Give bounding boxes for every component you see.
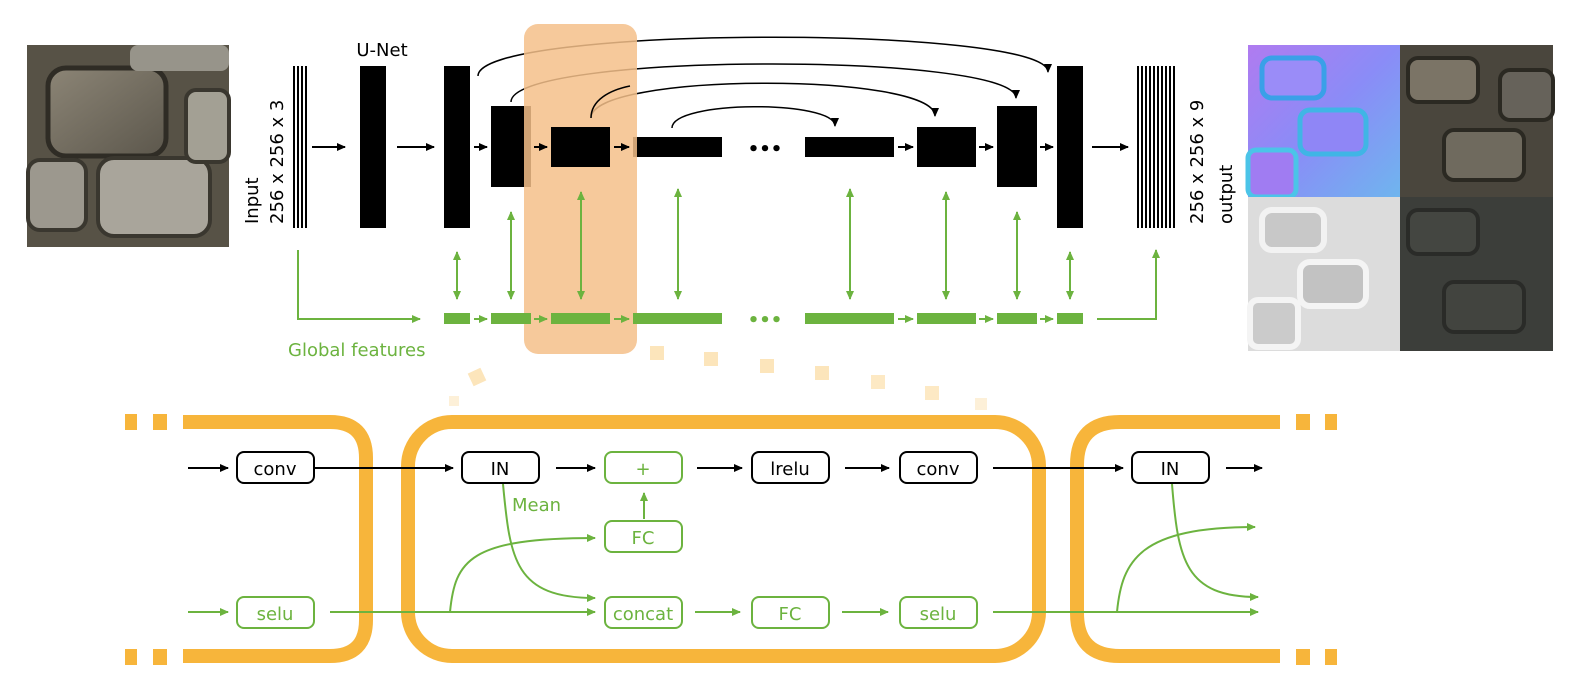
output-size-label: 256 x 256 x 9 <box>1187 100 1208 224</box>
residual-block-frames <box>125 414 1337 665</box>
node-conv-right-label: conv <box>917 459 960 480</box>
node-selu-right-label: selu <box>920 604 957 625</box>
node-lrelu-label: lrelu <box>770 459 810 480</box>
input-layer-stack <box>293 66 307 228</box>
roughness-map-image <box>1247 197 1400 351</box>
mean-label: Mean <box>512 495 561 516</box>
node-plus-label: + <box>635 459 650 480</box>
decoder-block-2 <box>997 106 1037 187</box>
output-label: output <box>1216 165 1237 224</box>
encoder-block-1 <box>360 66 386 228</box>
bottleneck-block-right <box>805 137 894 157</box>
node-conv-right: conv <box>899 451 978 484</box>
node-selu-right: selu <box>899 596 978 629</box>
global-features-track <box>297 249 1160 324</box>
node-fc-top-label: FC <box>632 528 655 549</box>
node-selu-left: selu <box>236 596 315 629</box>
node-conv-left: conv <box>236 451 315 484</box>
node-fc-top: FC <box>604 520 683 553</box>
global-flow-arrows <box>188 483 1259 616</box>
ellipsis-top: ••• <box>748 139 783 160</box>
node-fc-bottom: FC <box>751 596 830 629</box>
node-fc-bottom-label: FC <box>779 604 802 625</box>
node-in-right: IN <box>1131 451 1210 484</box>
highlighted-block-column <box>524 24 637 354</box>
output-maps <box>1245 45 1555 351</box>
node-in-left: IN <box>461 451 540 484</box>
specular-map-image <box>1400 197 1553 351</box>
node-selu-left-label: selu <box>257 604 294 625</box>
node-plus: + <box>604 451 683 484</box>
decoder-block-3 <box>1057 66 1083 228</box>
normal-map-image <box>1245 45 1400 200</box>
node-concat: concat <box>604 596 683 629</box>
output-layer-stack <box>1137 66 1175 228</box>
input-size-label: 256 x 256 x 3 <box>267 100 288 224</box>
node-in-left-label: IN <box>491 459 510 480</box>
feature-exchange-arrows <box>453 188 1074 300</box>
diffuse-map-image <box>1400 45 1555 197</box>
node-concat-label: concat <box>613 604 673 625</box>
unet-label: U-Net <box>356 40 407 61</box>
zoom-connector <box>449 346 987 410</box>
node-lrelu: lrelu <box>751 451 830 484</box>
bottleneck-block-left <box>633 137 722 157</box>
input-label: Input <box>242 177 263 224</box>
decoder-block-1 <box>917 127 976 167</box>
input-image <box>26 45 231 247</box>
node-conv-left-label: conv <box>254 459 297 480</box>
ellipsis-global: ••• <box>748 310 783 331</box>
global-features-label: Global features <box>288 340 426 361</box>
encoder-block-2 <box>444 66 470 228</box>
node-in-right-label: IN <box>1161 459 1180 480</box>
